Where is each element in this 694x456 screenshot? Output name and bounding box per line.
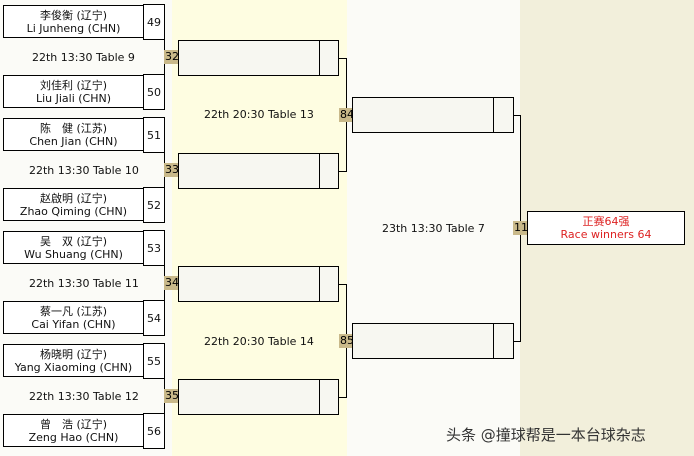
player-card[interactable]: 吴 双 (辽宁) Wu Shuang (CHN) xyxy=(3,231,144,264)
player-name-cn: 陈 健 (江苏) xyxy=(39,121,108,135)
player-name-cn: 蔡一凡 (江苏) xyxy=(39,304,108,318)
player-name-en: Liu Jiali (CHN) xyxy=(35,91,112,105)
player-name-cn: 曾 浩 (辽宁) xyxy=(39,417,108,431)
seed-number: 56 xyxy=(143,413,165,449)
winner-slot[interactable] xyxy=(178,379,339,415)
player-name-en: Chen Jian (CHN) xyxy=(29,134,118,148)
player-name-en: Cai Yifan (CHN) xyxy=(31,317,116,331)
player-name-cn: 杨晓明 (辽宁) xyxy=(39,347,108,361)
winner-slot[interactable] xyxy=(352,97,514,133)
match-schedule-label: 22th 13:30 Table 10 xyxy=(29,164,139,177)
match-number: 85 xyxy=(339,334,355,348)
player-name-en: Zhao Qiming (CHN) xyxy=(19,204,128,218)
player-card[interactable]: 蔡一凡 (江苏) Cai Yifan (CHN) xyxy=(3,301,144,334)
result-title-en: Race winners 64 xyxy=(560,228,652,241)
player-card[interactable]: 刘佳利 (辽宁) Liu Jiali (CHN) xyxy=(3,75,144,108)
match-number: 84 xyxy=(339,108,355,122)
player-name-cn: 刘佳利 (辽宁) xyxy=(39,78,108,92)
match-schedule-label: 22th 13:30 Table 12 xyxy=(29,390,139,403)
seed-number: 49 xyxy=(143,4,165,40)
match-number: 33 xyxy=(164,163,180,177)
player-name-cn: 李俊衡 (辽宁) xyxy=(39,8,108,22)
match-schedule-label: 22th 13:30 Table 9 xyxy=(32,51,135,64)
watermark-text: 头条 @撞球帮是一本台球杂志 xyxy=(446,426,646,444)
bracket-connector xyxy=(339,58,347,59)
player-card[interactable]: 赵啟明 (辽宁) Zhao Qiming (CHN) xyxy=(3,188,144,221)
player-card[interactable]: 陈 健 (江苏) Chen Jian (CHN) xyxy=(3,118,144,151)
player-card[interactable]: 李俊衡 (辽宁) Li Junheng (CHN) xyxy=(3,5,144,38)
player-name-cn: 吴 双 (辽宁) xyxy=(39,234,108,248)
match-schedule-label: 23th 13:30 Table 7 xyxy=(382,222,485,235)
player-card[interactable]: 曾 浩 (辽宁) Zeng Hao (CHN) xyxy=(3,414,144,447)
seed-number: 51 xyxy=(143,117,165,153)
player-name-en: Yang Xiaoming (CHN) xyxy=(14,360,133,374)
match-schedule-label: 22th 20:30 Table 14 xyxy=(204,335,314,348)
seed-number: 50 xyxy=(143,74,165,110)
player-card[interactable]: 杨晓明 (辽宁) Yang Xiaoming (CHN) xyxy=(3,344,144,377)
seed-number: 52 xyxy=(143,187,165,223)
match-number: 34 xyxy=(164,276,180,290)
result-title-cn: 正赛64强 xyxy=(582,215,630,228)
match-number: 32 xyxy=(164,50,180,64)
bracket-connector xyxy=(514,115,521,116)
winner-slot[interactable] xyxy=(178,153,339,189)
race-winner-box[interactable]: 正赛64强 Race winners 64 xyxy=(527,211,685,245)
bracket-connector xyxy=(514,341,521,342)
winner-slot[interactable] xyxy=(352,323,514,359)
match-schedule-label: 22th 20:30 Table 13 xyxy=(204,108,314,121)
seed-number: 53 xyxy=(143,230,165,266)
winner-slot[interactable] xyxy=(178,40,339,76)
player-name-en: Zeng Hao (CHN) xyxy=(28,430,119,444)
seed-number: 54 xyxy=(143,300,165,336)
player-name-en: Wu Shuang (CHN) xyxy=(24,247,123,261)
winner-slot[interactable] xyxy=(178,266,339,302)
player-name-cn: 赵啟明 (辽宁) xyxy=(39,191,108,205)
bracket-connector xyxy=(339,171,347,172)
column-band-round1 xyxy=(0,0,172,456)
seed-number: 55 xyxy=(143,343,165,379)
match-number: 35 xyxy=(164,389,180,403)
match-number: 11 xyxy=(513,221,529,235)
column-band-round3 xyxy=(347,0,520,456)
bracket-connector xyxy=(339,397,347,398)
bracket-connector xyxy=(339,284,347,285)
player-name-en: Li Junheng (CHN) xyxy=(26,21,121,35)
match-schedule-label: 22th 13:30 Table 11 xyxy=(29,277,139,290)
